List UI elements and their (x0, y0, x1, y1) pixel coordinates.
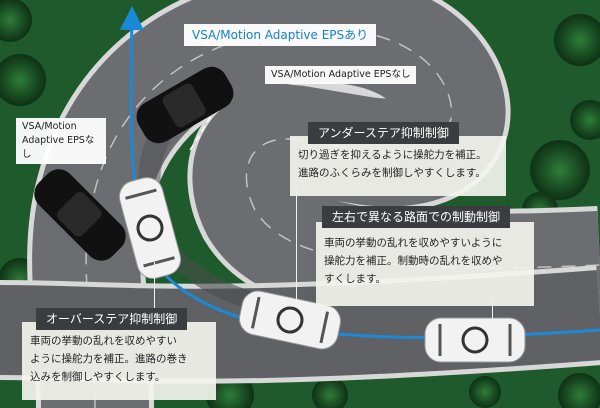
understeer-text-1: 切り過ぎを抑えるように操舵力を補正。 (298, 149, 487, 161)
understeer-title: アンダーステア抑制制御 (308, 122, 459, 144)
oversteer-title: オーバーステア抑制制御 (36, 308, 188, 330)
oversteer-text-3: 込みを制御しやすくします。 (30, 371, 166, 383)
leader-line (296, 188, 297, 300)
split-panel: 車両の挙動の乱れを収めやすいように 操舵力を補正。制動時の乱れを収めや すくしま… (316, 222, 534, 306)
vsa-on-label: VSA/Motion Adaptive EPSあり (184, 24, 377, 46)
split-text-2: 操舵力を補正。制動時の乱れを収めや (324, 255, 503, 267)
oversteer-text-1: 車両の挙動の乱れを収めやすい (30, 335, 177, 347)
vsa-off-top-label: VSA/Motion Adaptive EPSなし (265, 66, 417, 84)
oversteer-text-2: ように操舵力を補正。進路の巻き (30, 353, 188, 365)
vsa-off-left-line1: VSA/Motion (22, 121, 77, 132)
split-text-3: すくします。 (324, 273, 386, 285)
oversteer-panel: 車両の挙動の乱れを収めやすい ように操舵力を補正。進路の巻き 込みを制御しやすく… (22, 322, 216, 400)
car-black-left (34, 169, 126, 261)
car-white-oversteer (118, 177, 182, 279)
vsa-off-left-line2: Adaptive EPSなし (22, 135, 95, 160)
understeer-panel: 切り過ぎを抑えるように操舵力を補正。 進路のふくらみを制御しやすくします。 (290, 136, 506, 196)
split-title: 左右で異なる路面での制動制御 (322, 206, 511, 228)
leader-line (492, 296, 493, 320)
understeer-text-2: 進路のふくらみを制御しやすくします。 (298, 167, 486, 179)
leader-line (154, 262, 155, 308)
car-white-split (238, 290, 342, 350)
split-text-1: 車両の挙動の乱れを収めやすいように (324, 237, 503, 249)
car-white-right (424, 317, 526, 363)
car-black-top (136, 66, 234, 144)
vsa-off-left-label: VSA/Motion Adaptive EPSなし (16, 118, 106, 164)
